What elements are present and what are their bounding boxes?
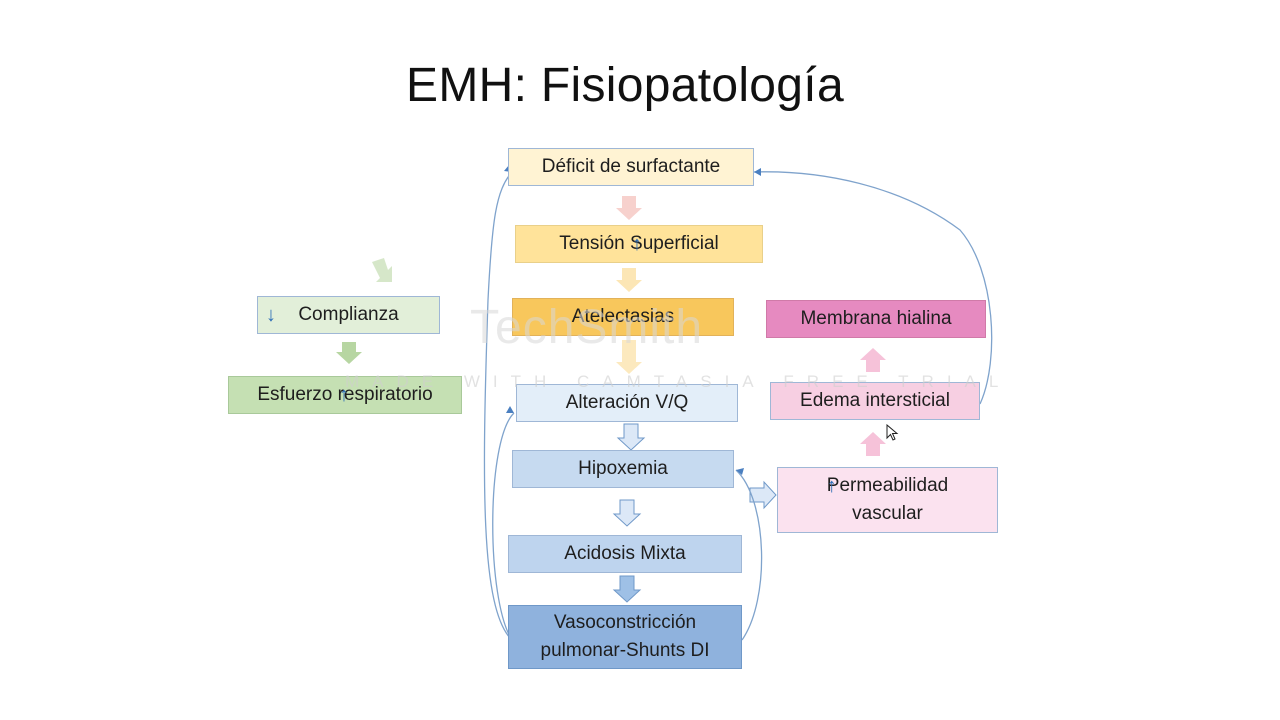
arrow-complianza-esfuerzo — [336, 342, 362, 364]
curve-left-loop — [483, 171, 513, 641]
arrow-into-complianza — [372, 258, 392, 282]
arrow-alteracion-hipoxemia — [616, 423, 646, 451]
mouse-cursor-icon — [886, 424, 899, 441]
box-alteracion-vq: Alteración V/Q — [516, 384, 738, 422]
box-permeabilidad-vascular: ↑Permeabilidad vascular — [777, 467, 998, 533]
up-arrow-icon: ↑ — [826, 475, 837, 498]
up-arrow-icon: ↑ — [632, 232, 642, 255]
arrow-atelectasias-alteracion — [616, 340, 642, 374]
box-atelectasias: Atelectasias — [512, 298, 734, 336]
green-arrows — [336, 258, 392, 364]
down-arrow-icon: ↓ — [266, 303, 276, 326]
arrow-permeab-edema — [860, 432, 886, 456]
pink-arrows — [860, 348, 886, 456]
curve-vaso-hipoxemia — [735, 469, 763, 641]
box-vasoconstriccion: Vasoconstricción pulmonar-Shunts DI — [508, 605, 742, 669]
box-acidosis-mixta: Acidosis Mixta — [508, 535, 742, 573]
slide-title: EMH: Fisiopatología — [406, 59, 844, 112]
arrow-edema-membrana — [860, 348, 886, 372]
box-esfuerzo-respiratorio: ↑ Esfuerzo respiratorio — [228, 376, 462, 414]
curve-vaso-alteracion — [492, 412, 515, 641]
curve-right-loop — [753, 171, 993, 405]
arrow-deficit-tension — [616, 196, 642, 220]
box-tension-superficial: ↑ Tensión Superficial — [515, 225, 763, 263]
watermark-tagline: MADE WITH CAMTASIA FREE TRIAL — [345, 372, 1012, 391]
arrow-hipoxemia-permeab — [749, 480, 777, 510]
box-hipoxemia: Hipoxemia — [512, 450, 734, 488]
box-complianza: ↓ Complianza — [257, 296, 440, 334]
arrow-acidosis-vaso — [612, 575, 642, 603]
watermark-brand: TechSmith — [470, 301, 704, 354]
arrow-hipoxemia-acidosis — [612, 499, 642, 527]
center-chain-arrows — [616, 196, 642, 374]
up-arrow-icon: ↑ — [339, 383, 349, 406]
arrow-tension-atelectasias — [616, 268, 642, 292]
box-membrana-hialina: Membrana hialina — [766, 300, 986, 338]
box-deficit-surfactante: Déficit de surfactante — [508, 148, 754, 186]
box-edema-intersticial: Edema intersticial — [770, 382, 980, 420]
blue-chain-arrows — [612, 423, 777, 603]
feedback-curves — [483, 171, 993, 641]
